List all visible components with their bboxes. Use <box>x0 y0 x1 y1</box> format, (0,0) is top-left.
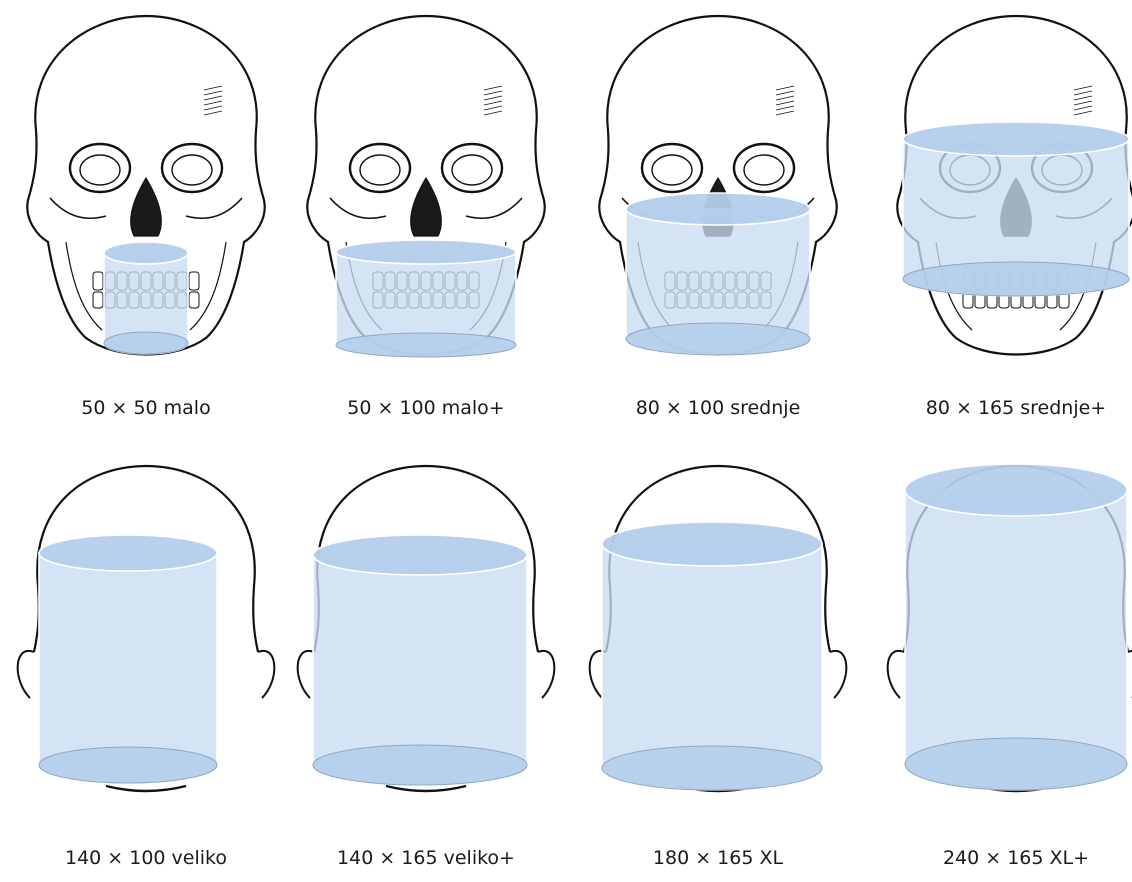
right-ear <box>1128 651 1132 698</box>
head-outline-left <box>34 586 39 652</box>
caption-80x100-srednje: 80 × 100 srednje <box>588 396 848 420</box>
panel-5 <box>18 466 275 791</box>
cylinder-top-cap <box>602 522 822 566</box>
caption-140x165-veliko-plus: 140 × 165 veliko+ <box>296 846 556 870</box>
caption-50x100-malo-plus: 50 × 100 malo+ <box>296 396 556 420</box>
right-ear <box>538 651 554 698</box>
caption-80x165-srednje-plus: 80 × 165 srednje+ <box>886 396 1132 420</box>
panel-7 <box>590 466 847 791</box>
chin-line <box>386 786 466 791</box>
cylinder-bottom-cap <box>626 323 810 355</box>
cylinder-top-cap <box>903 122 1129 156</box>
left-ear <box>888 651 904 698</box>
cylinder-bottom-cap <box>313 745 527 785</box>
cylinder-top-cap <box>39 535 217 571</box>
chin-line <box>106 786 186 791</box>
cylinder-bottom-cap <box>336 333 516 357</box>
panel-6 <box>298 466 555 791</box>
caption-140x100-veliko: 140 × 100 veliko <box>16 846 276 870</box>
panel-4 <box>897 16 1132 355</box>
cylinder-top-cap <box>313 535 527 575</box>
right-ear <box>830 651 846 698</box>
panel-1 <box>27 16 264 355</box>
cylinder-top-cap <box>905 464 1127 516</box>
left-ear <box>298 651 314 698</box>
left-ear <box>18 651 34 698</box>
cylinder-top-cap <box>104 242 188 264</box>
cylinder-bottom-cap <box>104 332 188 354</box>
caption-240x165-xl-plus: 240 × 165 XL+ <box>886 846 1132 870</box>
cylinder-bottom-cap <box>903 262 1129 296</box>
right-ear <box>258 651 274 698</box>
panel-8 <box>888 464 1132 791</box>
cylinder-bottom-cap <box>905 738 1127 790</box>
cylinder-bottom-cap <box>39 747 217 783</box>
panel-3 <box>599 16 836 355</box>
cylinder-top-cap <box>626 193 810 225</box>
caption-50x50-malo: 50 × 50 malo <box>16 396 276 420</box>
caption-180x165-xl: 180 × 165 XL <box>588 846 848 870</box>
cylinder-top-cap <box>336 240 516 264</box>
cylinder-bottom-cap <box>602 746 822 790</box>
panel-2 <box>307 16 544 357</box>
